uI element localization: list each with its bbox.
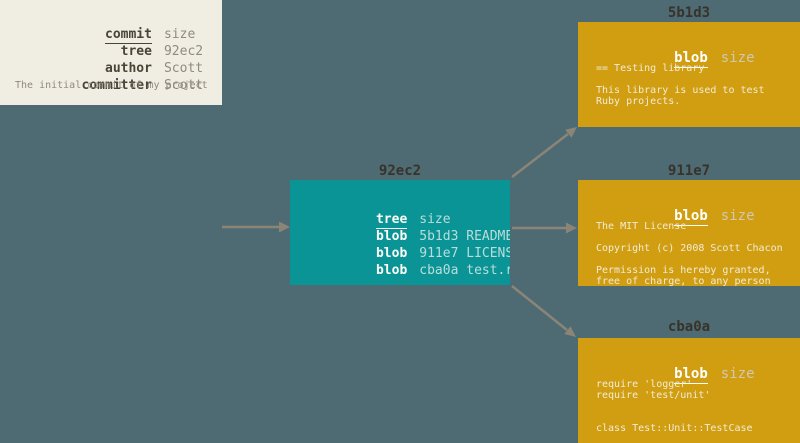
tree-size-value: size (419, 212, 451, 227)
blob-object-box-license: blob size The MIT License Copyright (c) 2… (578, 180, 800, 286)
commit-row-author: author Scott (0, 43, 222, 76)
blob-content: require 'logger' require 'test/unit' cla… (578, 379, 800, 434)
commit-tree-key: tree (120, 44, 152, 59)
blob-type-keyword: blob (674, 366, 708, 384)
blob-content-line: The MIT License (596, 221, 687, 232)
blob-size-value: size (720, 208, 755, 224)
blob-size-value: size (720, 366, 755, 382)
blob-type-keyword: blob (674, 208, 708, 226)
tree-entry-value: 911e7 LICENSE (419, 246, 510, 261)
blob-hash-label: cba0a (667, 319, 711, 335)
commit-row-tree: tree 92ec2 (0, 26, 222, 59)
tree-entry-value: cba0a test.rb (419, 263, 510, 278)
blob-hash-label: 5b1d3 (667, 5, 711, 21)
commit-committer-value: Scott (163, 78, 204, 93)
blob-header: blob size (578, 34, 800, 68)
blob-object-box-testrb: blob size require 'logger' require 'test/… (578, 338, 800, 443)
blob-content: The MIT License Copyright (c) 2008 Scott… (578, 221, 800, 286)
tree-entry-type: blob (375, 246, 408, 261)
tree-hash-label: 92ec2 (378, 163, 422, 179)
blob-header: blob size (578, 350, 800, 384)
commit-author-key: author (105, 61, 152, 76)
tree-entry-type: blob (375, 229, 408, 244)
commit-row-committer: committer Scott (0, 60, 222, 93)
tree-row-entry: blob cba0a test.rb (329, 245, 510, 278)
blob-hash-label: 911e7 (667, 163, 711, 179)
commit-message: The initial commit of my project (15, 80, 208, 91)
blob-content: == Testing library This library is used … (578, 63, 800, 107)
arrowhead-tree-to-blob3 (564, 326, 576, 337)
blob-object-box-readme: blob size == Testing library This library… (578, 22, 800, 127)
tree-entry-value: 5b1d3 README (419, 229, 510, 244)
blob-header: blob size (578, 192, 800, 226)
tree-row-header: tree size (329, 194, 510, 229)
commit-tree-value: 92ec2 (163, 44, 204, 59)
commit-size-value: size (163, 27, 196, 42)
arrow-tree-to-blob3 (511, 285, 568, 331)
commit-type-keyword: commit (105, 27, 152, 44)
tree-object-box: tree size blob 5b1d3 README blob 911e7 LICE… (290, 180, 510, 285)
blob-content-line: require 'logger' (596, 379, 693, 390)
blob-content-line (596, 254, 800, 265)
blob-content-line: require 'test/unit' (596, 390, 711, 401)
blob-content-line: class Test::Unit::TestCase (596, 423, 753, 434)
tree-row-entry: blob 911e7 LICENSE (329, 228, 510, 261)
tree-row-entry: blob 5b1d3 README (329, 211, 510, 244)
arrowhead-tree-to-blob2 (566, 222, 577, 234)
tree-entry-type: blob (375, 263, 408, 278)
commit-committer-key: committer (81, 78, 152, 93)
tree-type-keyword: tree (375, 212, 408, 229)
arrow-tree-to-blob1 (511, 133, 569, 178)
blob-size-value: size (720, 50, 755, 66)
arrowhead-commit-to-tree (279, 221, 290, 233)
blob-type-keyword: blob (674, 50, 708, 68)
blob-content-line: free of charge, to any person (596, 276, 771, 286)
blob-content-line: This library is used to test (596, 85, 765, 96)
commit-row-header: commit size (0, 9, 222, 44)
blob-content-line: == Testing library (596, 63, 705, 74)
arrowhead-tree-to-blob1 (565, 127, 577, 138)
blob-content-line (596, 401, 800, 412)
blob-content-line: Ruby projects. (596, 96, 681, 107)
blob-content-line: Permission is hereby granted, (596, 265, 771, 276)
commit-author-value: Scott (163, 61, 204, 76)
blob-content-line: Copyright (c) 2008 Scott Chacon (596, 243, 783, 254)
blob-content-line (596, 412, 800, 423)
